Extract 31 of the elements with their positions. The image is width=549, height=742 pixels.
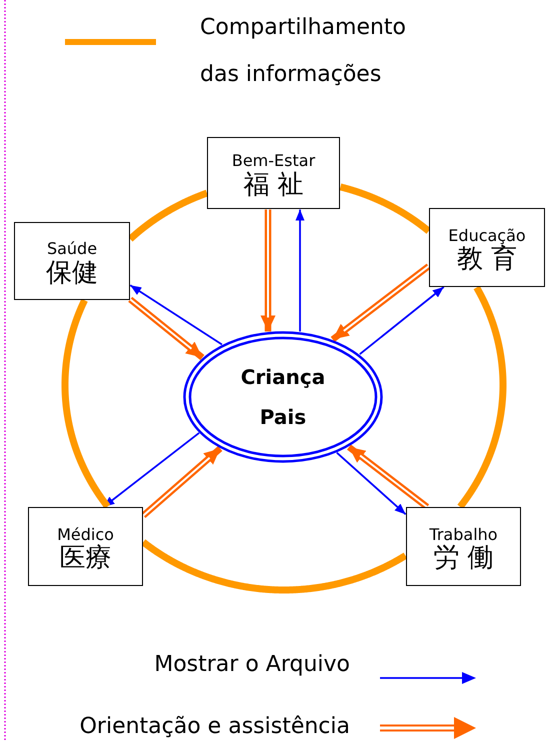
category-box — [429, 208, 545, 287]
double-arrow — [141, 446, 222, 518]
double-arrow — [128, 296, 204, 360]
double-arrow — [330, 264, 431, 342]
node-label: Bem-Estar — [232, 151, 316, 171]
node-label: Criança — [240, 365, 326, 389]
node-label: Trabalho — [429, 524, 498, 544]
category-box — [14, 222, 130, 300]
node-label: Médico — [57, 524, 114, 544]
node-label: Pais — [260, 405, 306, 429]
ellipse-node — [183, 331, 383, 463]
japanese-label: 医療 — [60, 544, 112, 574]
japanese-label: 福 祉 — [243, 170, 304, 201]
double-arrow — [260, 210, 276, 332]
legend-label: Compartilhamento das informações — [200, 14, 408, 89]
category-box — [28, 507, 143, 586]
arrow — [130, 284, 222, 346]
arrow — [336, 452, 406, 516]
arrow — [359, 286, 444, 355]
category-box — [207, 137, 340, 209]
connector-arc — [457, 284, 506, 510]
japanese-label: 教 育 — [456, 245, 518, 276]
category-box — [406, 507, 521, 586]
legend-label: Orientação e assistência — [78, 713, 350, 741]
arrow — [296, 210, 304, 332]
legend-label: Mostrar o Arquivo — [153, 651, 350, 679]
japanese-label: 労 働 — [433, 544, 494, 574]
node-label: Educação — [448, 226, 526, 245]
japanese-label: 保健 — [46, 258, 98, 289]
double-arrow — [347, 444, 430, 510]
node-label: Saúde — [46, 239, 98, 259]
